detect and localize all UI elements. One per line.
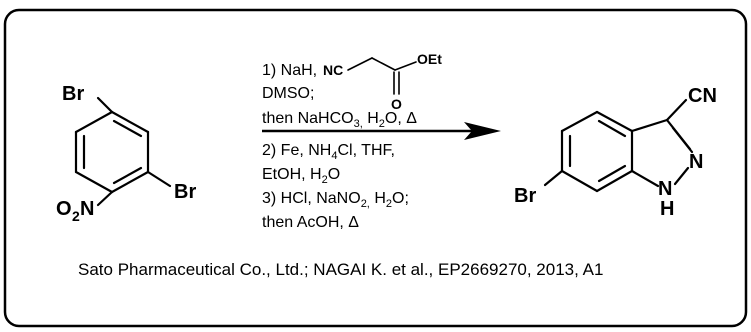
condition-line-5: EtOH, H2O [262,166,340,186]
reactant-nitro-n: N [80,198,94,220]
product-br: Br [514,185,536,207]
condition-line-6: 3) HCl, NaNO2, H2O; [262,190,409,210]
condition-line-7: then AcOH, Δ [262,214,359,231]
product-ring-n: N [689,151,703,173]
reactant-br-right: Br [174,181,196,203]
reactant-nitro-o: O [56,198,72,220]
condition-line-2: DMSO; [262,85,314,102]
citation-text: Sato Pharmaceutical Co., Ltd.; NAGAI K. … [78,260,603,279]
reactant-structure [74,96,172,207]
reagent-oet: OEt [417,51,442,67]
reactant-nitro-subscript: 2 [72,208,80,224]
scheme-border [3,8,748,328]
reagent-nc: NC [323,62,343,78]
condition-line-1: 1) NaH, [262,62,317,79]
condition-line-3: then NaHCO3, H2O, Δ [262,110,417,130]
reaction-arrow [262,122,501,140]
condition-line-4: 2) Fe, NH4Cl, THF, [262,142,395,162]
reagent-carbonyl-o: O [391,96,402,112]
product-nh-n: N [658,178,672,200]
reactant-br-top: Br [62,83,84,105]
product-cn: CN [688,85,717,107]
reagent-structure [347,57,417,95]
product-nh-h: H [660,198,674,220]
product-structure [543,98,694,193]
